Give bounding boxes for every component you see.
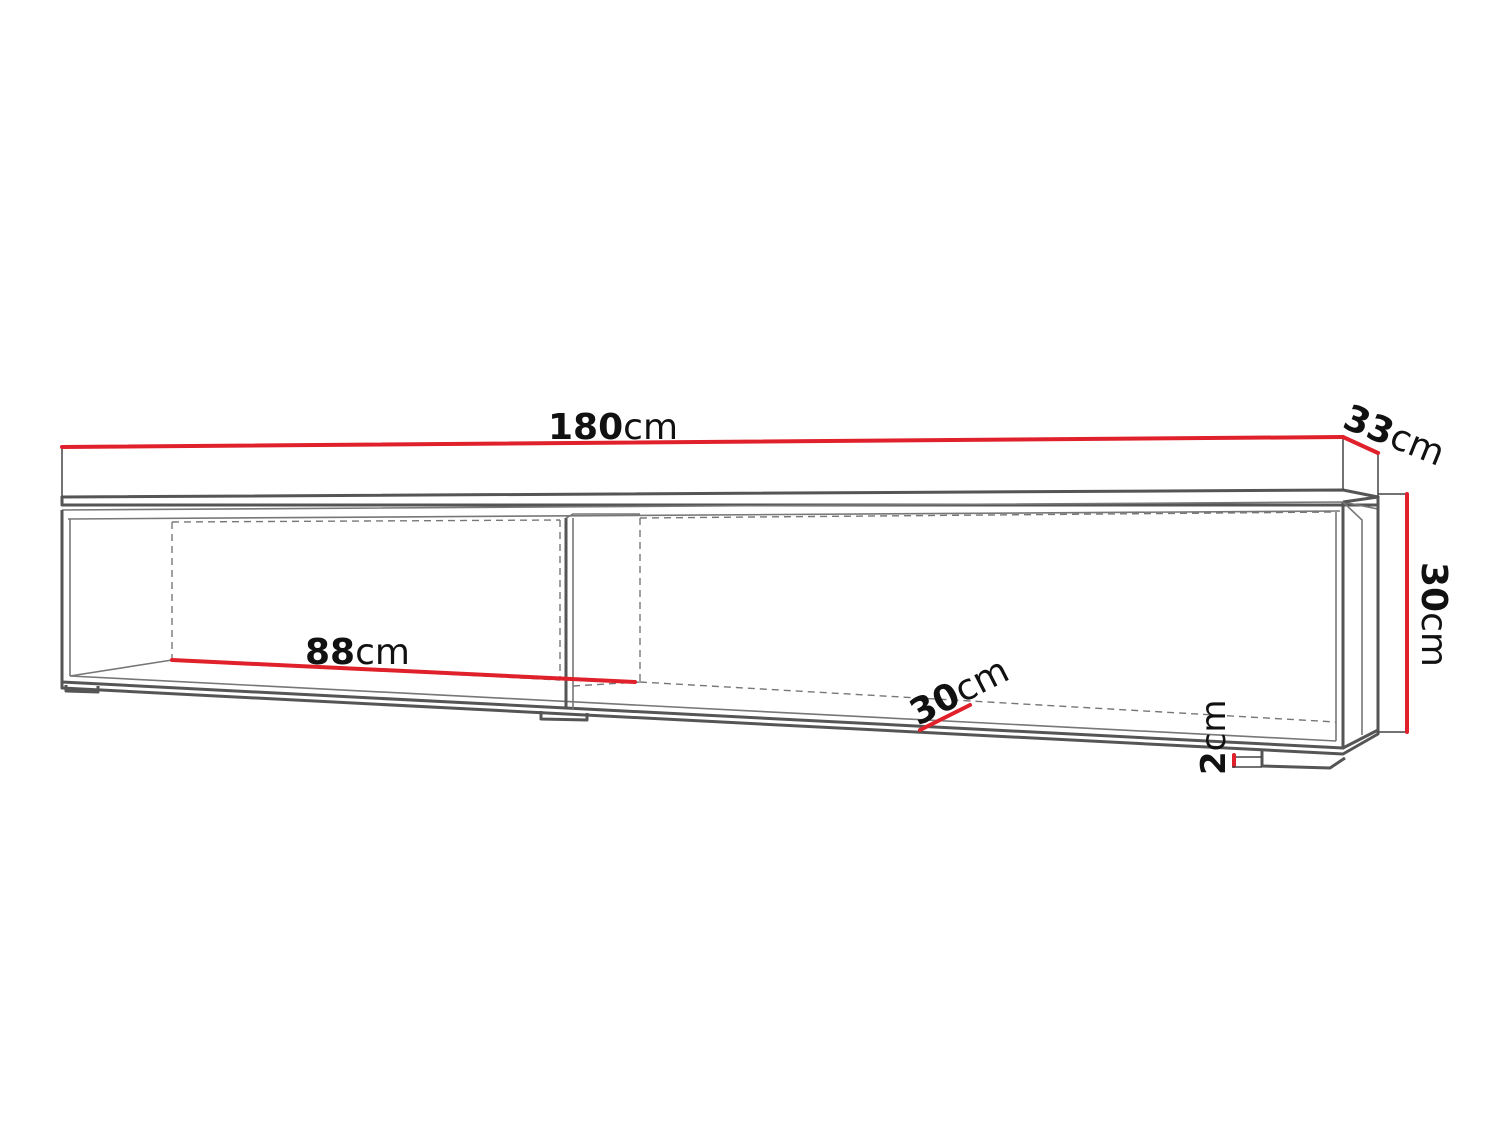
depth-label: 33cm: [1338, 397, 1451, 474]
right-compartment-back-bottom: [639, 681, 1337, 723]
lid-underside: [67, 510, 1341, 520]
compartment-width-label: 88cm: [305, 632, 410, 673]
width-dimension-line: [60, 435, 1345, 449]
right-compartment-back-top: [639, 511, 1337, 519]
top-panel: [60, 488, 1380, 507]
right-leg: [1260, 751, 1346, 770]
compartment-depth-line: [918, 703, 972, 732]
front-frame: [60, 502, 1345, 750]
depth-dimension-line: [1341, 435, 1380, 455]
left-compartment-back-top: [171, 519, 561, 523]
dimension-lines: [60, 435, 1409, 768]
leg-height-label: 2cm: [1194, 700, 1234, 776]
height-label: 30cm: [1413, 562, 1454, 667]
right-side-panel: [1342, 495, 1380, 750]
middle-leg: [539, 711, 589, 722]
compartment-width-line: [170, 658, 637, 684]
left-leg: [64, 685, 100, 694]
bottom-shelf-front: [69, 675, 1337, 742]
width-label: 180cm: [548, 407, 678, 448]
right-side-diagonal: [1342, 501, 1363, 735]
middle-divider-top: [565, 513, 640, 519]
cabinet-outline: [60, 488, 1380, 770]
bottom-shelf-line: [69, 659, 173, 677]
